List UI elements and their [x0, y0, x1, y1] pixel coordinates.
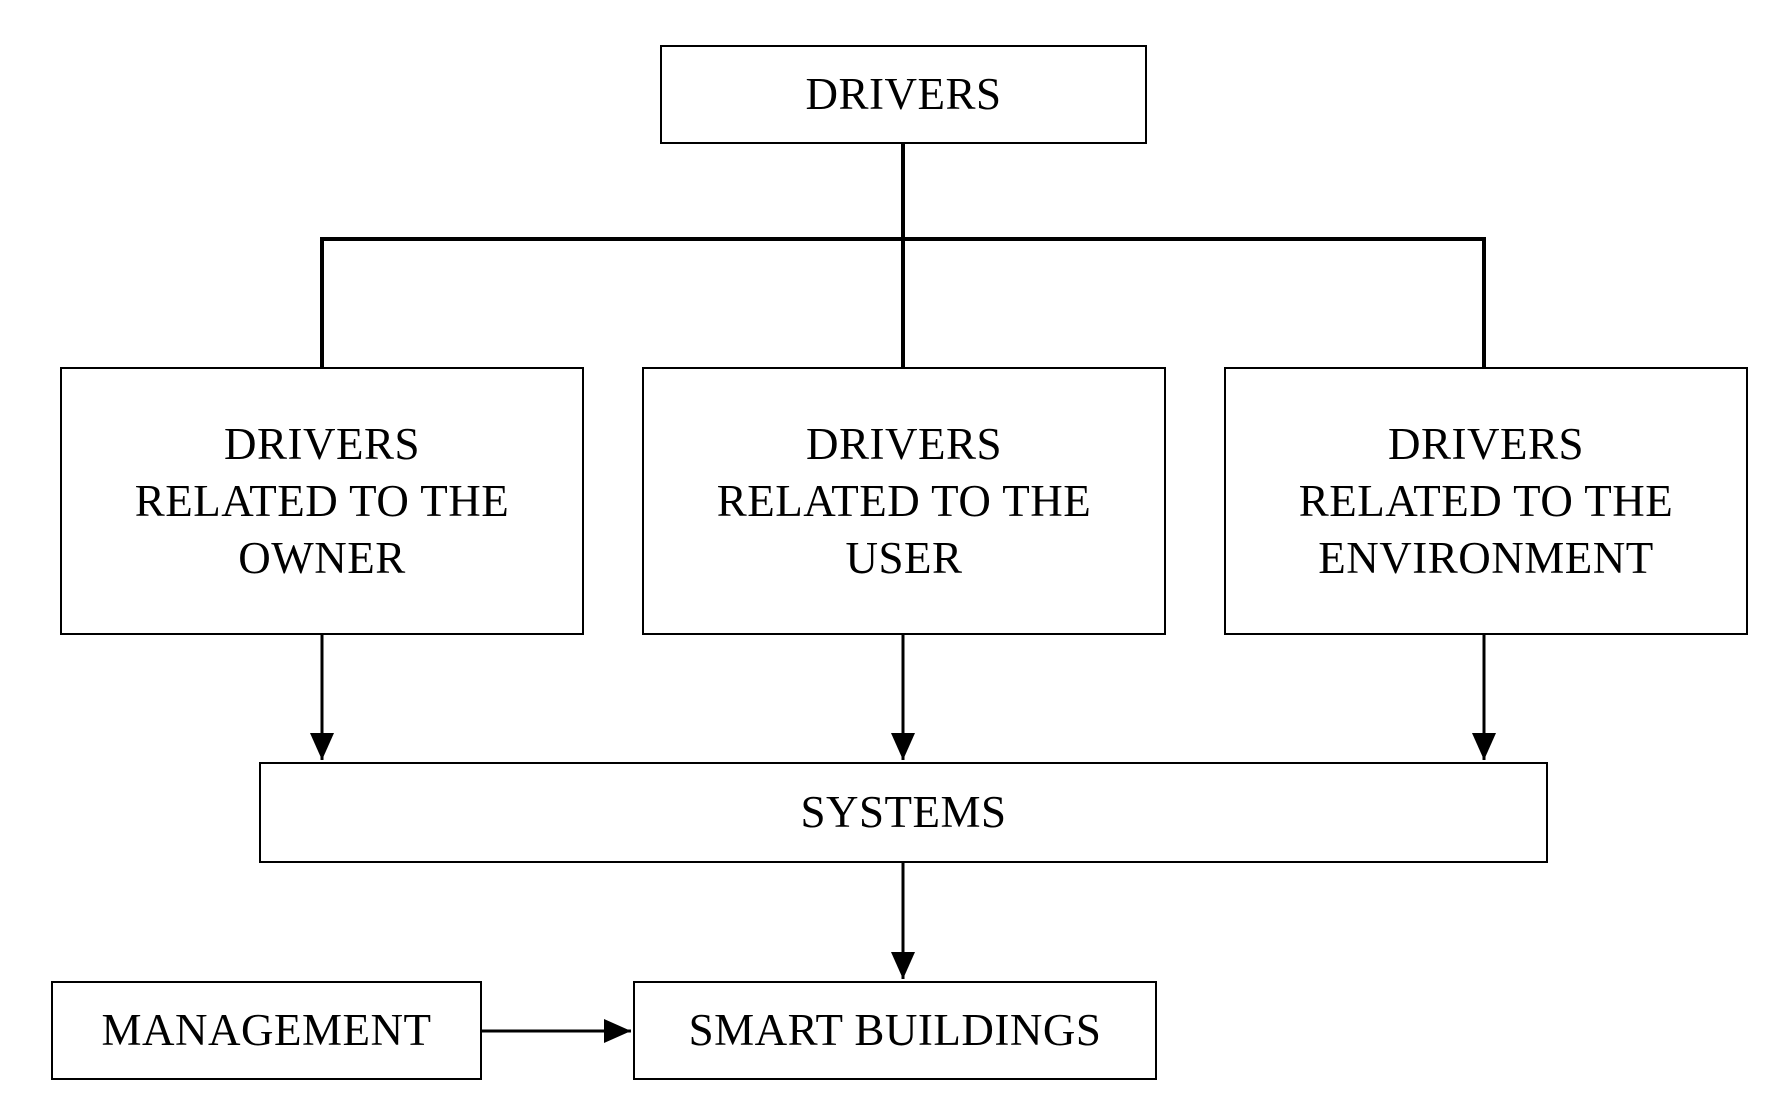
drivers-environment-line-2: RELATED TO THE — [1298, 475, 1674, 526]
drivers-user-line-2: RELATED TO THE — [716, 475, 1092, 526]
drivers-owner-label: DRIVERS RELATED TO THE OWNER — [135, 416, 510, 587]
drivers-owner-box: DRIVERS RELATED TO THE OWNER — [60, 367, 584, 635]
drivers-user-label: DRIVERS RELATED TO THE USER — [717, 416, 1092, 587]
drivers-owner-line-3: OWNER — [238, 532, 406, 583]
management-label: MANAGEMENT — [101, 1005, 432, 1055]
systems-box: SYSTEMS — [259, 762, 1548, 863]
drivers-environment-label: DRIVERS RELATED TO THE ENVIRONMENT — [1299, 416, 1674, 587]
drivers-user-line-3: USER — [845, 532, 963, 583]
drivers-user-box: DRIVERS RELATED TO THE USER — [642, 367, 1166, 635]
drivers-environment-line-1: DRIVERS — [1387, 418, 1585, 469]
drivers-environment-line-3: ENVIRONMENT — [1318, 532, 1654, 583]
drivers-owner-line-1: DRIVERS — [223, 418, 421, 469]
drivers-environment-box: DRIVERS RELATED TO THE ENVIRONMENT — [1224, 367, 1748, 635]
smart-buildings-box: SMART BUILDINGS — [633, 981, 1157, 1080]
smart-buildings-label: SMART BUILDINGS — [688, 1005, 1102, 1055]
drivers-owner-line-2: RELATED TO THE — [134, 475, 510, 526]
management-box: MANAGEMENT — [51, 981, 482, 1080]
drivers-user-line-1: DRIVERS — [805, 418, 1003, 469]
drivers-box: DRIVERS — [660, 45, 1147, 144]
systems-label: SYSTEMS — [800, 787, 1007, 837]
drivers-label: DRIVERS — [805, 69, 1002, 119]
